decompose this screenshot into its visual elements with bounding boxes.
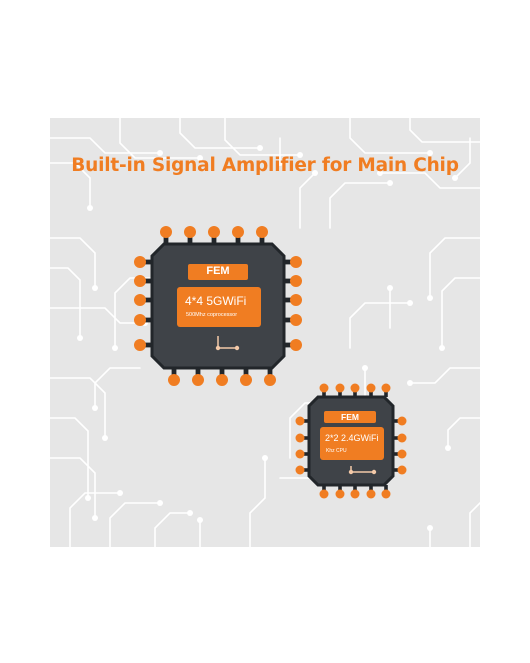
chip-small-subtitle: Khz CPU [326, 448, 347, 454]
headline: Built-in Signal Amplifier for Main Chip [71, 155, 459, 176]
chip-small-badge: FEM [341, 412, 359, 422]
chip-small-title: 2*2 2.4GWiFi [325, 433, 379, 443]
circuit-traces-graphic [50, 118, 480, 547]
chip-large-subtitle: 500Mhz coprocessor [186, 312, 238, 318]
circuit-board-panel [50, 118, 480, 547]
chip-large [134, 226, 302, 386]
chip-large-title: 4*4 5GWiFi [185, 294, 247, 308]
chip-small [295, 383, 407, 499]
chip-large-badge: FEM [206, 265, 230, 277]
